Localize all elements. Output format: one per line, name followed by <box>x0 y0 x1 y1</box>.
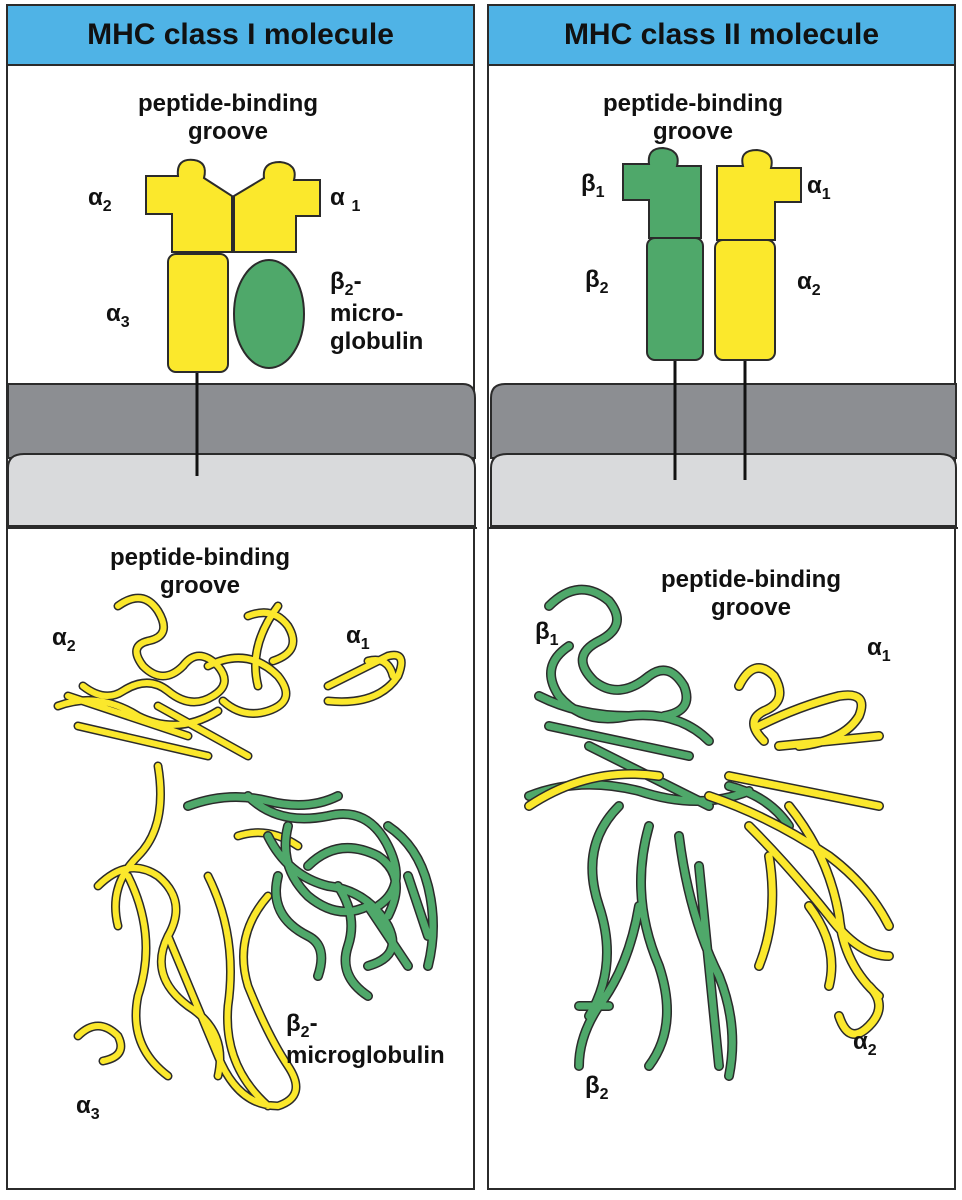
beta-symbol: β <box>585 1072 600 1099</box>
alpha2-domain <box>714 239 776 361</box>
beta1-subscript: 1 <box>549 631 559 649</box>
class-2-alpha2-label: α2 <box>797 268 821 300</box>
beta1-domain <box>622 146 702 239</box>
mhc-class-1-panel: MHC class I molecule peptide-binding gro… <box>6 4 477 1190</box>
mhc-class-2-header: MHC class II molecule <box>489 6 954 66</box>
alpha1-subscript: 1 <box>881 647 891 665</box>
class-1-ribbon-alpha2-label: α2 <box>52 624 76 656</box>
alpha-symbol: α <box>807 172 822 199</box>
b2m-subscript: 2 <box>344 281 354 299</box>
alpha2-subscript: 2 <box>102 197 112 215</box>
alpha-symbol: α <box>106 300 121 327</box>
membrane-upper-layer <box>7 383 476 459</box>
class-1-ribbon-alpha1-label: α1 <box>346 622 370 654</box>
beta1-subscript: 1 <box>595 183 605 201</box>
class-1-groove-line1: peptide-binding <box>138 90 318 117</box>
class-1-b2m-label: β2- micro- globulin <box>330 268 423 355</box>
class-1-alpha2-label: α2 <box>88 184 112 216</box>
class-1-ribbon-groove-label: peptide-binding groove <box>80 544 320 599</box>
beta-symbol: β <box>585 266 600 293</box>
b2m-line3: globulin <box>330 327 424 355</box>
mhc-class-1-schematic <box>6 158 477 1111</box>
alpha1-subscript: 1 <box>821 185 831 203</box>
alpha3-domain <box>167 253 229 373</box>
alpha-symbol: α <box>88 184 103 211</box>
class-1-ribbon-b2m-label: β2- microglobulin <box>286 1010 445 1070</box>
b2m-dash: - <box>309 1010 318 1037</box>
alpha3-subscript: 3 <box>90 1105 100 1123</box>
mhc-class-1-title: MHC class I molecule <box>87 18 394 51</box>
class-2-alpha-chain-ribbon <box>524 663 894 1039</box>
alpha-symbol: α <box>867 634 882 661</box>
class-1-groove-label: peptide-binding groove <box>108 90 348 145</box>
mhc-class-1-header: MHC class I molecule <box>8 6 473 66</box>
ribbon-groove-line1: peptide-binding <box>661 566 841 593</box>
membrane-lower-layer <box>7 453 476 527</box>
alpha2-domain <box>145 158 233 253</box>
beta-symbol: β <box>330 268 345 295</box>
membrane-lower-layer <box>490 453 957 527</box>
alpha-symbol: α <box>52 624 67 651</box>
b2m-subscript: 2 <box>300 1023 310 1041</box>
class-2-groove-label: peptide-binding groove <box>573 90 813 145</box>
ribbon-groove-line2: groove <box>159 571 240 599</box>
class-2-groove-line2: groove <box>652 117 733 145</box>
mhc-class-2-title: MHC class II molecule <box>563 18 880 51</box>
class-2-beta1-label: β1 <box>581 170 605 202</box>
class-2-groove-line1: peptide-binding <box>603 90 783 117</box>
beta2-subscript: 2 <box>599 279 609 297</box>
ribbon-groove-line1: peptide-binding <box>110 544 290 571</box>
alpha-symbol: α <box>330 184 345 211</box>
class-2-beta2-label: β2 <box>585 266 609 298</box>
beta-symbol: β <box>535 618 550 645</box>
class-1-groove-line2: groove <box>187 117 268 145</box>
alpha3-subscript: 3 <box>120 313 130 331</box>
alpha2-subscript: 2 <box>66 637 76 655</box>
beta2-domain <box>646 237 704 361</box>
ribbon-groove-line2: groove <box>710 593 791 621</box>
b2m-dash: - <box>353 268 362 295</box>
alpha-symbol: α <box>76 1092 91 1119</box>
alpha1-subscript: 1 <box>360 635 370 653</box>
alpha2-subscript: 2 <box>811 281 821 299</box>
alpha1-subscript: 1 <box>351 197 361 215</box>
class-1-b2m-ribbon <box>183 791 438 1001</box>
class-1-ribbon-alpha3-label: α3 <box>76 1092 100 1124</box>
beta2-microglobulin-domain <box>233 259 305 369</box>
class-2-ribbon-alpha1-label: α1 <box>867 634 891 666</box>
class-1-alpha1-label: α 1 <box>330 184 360 216</box>
alpha-symbol: α <box>797 268 812 295</box>
alpha-symbol: α <box>853 1028 868 1055</box>
class-2-alpha1-label: α1 <box>807 172 831 204</box>
mhc-class-2-schematic <box>489 146 958 1081</box>
class-2-ribbon-groove-label: peptide-binding groove <box>631 566 871 621</box>
alpha-symbol: α <box>346 622 361 649</box>
class-1-alpha3-label: α3 <box>106 300 130 332</box>
b2m-line2: micro- <box>330 300 404 328</box>
alpha2-subscript: 2 <box>867 1041 877 1059</box>
alpha1-domain <box>716 148 802 241</box>
mhc-class-2-panel: MHC class II molecule peptide-binding gr… <box>487 4 958 1190</box>
beta-symbol: β <box>581 170 596 197</box>
class-2-ribbon-beta1-label: β1 <box>535 618 559 650</box>
beta2-subscript: 2 <box>599 1085 609 1103</box>
alpha1-domain <box>233 160 321 253</box>
class-2-ribbon-beta2-label: β2 <box>585 1072 609 1104</box>
beta-symbol: β <box>286 1010 301 1037</box>
membrane-upper-layer <box>490 383 957 459</box>
class-2-ribbon-alpha2-label: α2 <box>853 1028 877 1060</box>
ribbon-b2m-line2: microglobulin <box>286 1042 445 1070</box>
